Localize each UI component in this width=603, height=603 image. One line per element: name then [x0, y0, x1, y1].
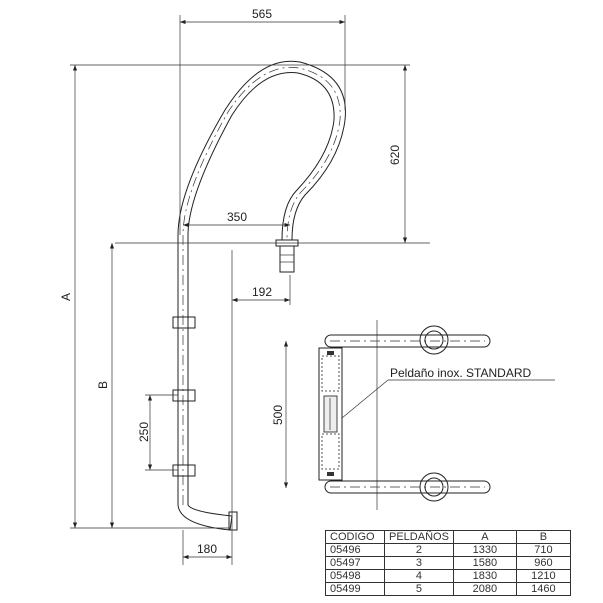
- header-a: A: [452, 530, 517, 544]
- cell: 3: [384, 556, 454, 570]
- dim-620: 620: [388, 145, 402, 165]
- cell: 05498: [325, 569, 385, 583]
- cell: 05496: [325, 543, 385, 557]
- cell: 05497: [325, 556, 385, 570]
- cell: 1830: [452, 569, 517, 583]
- dim-A: A: [59, 293, 73, 301]
- dim-B: B: [96, 381, 110, 389]
- header-codigo: CODIGO: [325, 530, 385, 544]
- step-callout: Peldaño inox. STANDARD: [390, 366, 532, 380]
- cell: 1330: [452, 543, 517, 557]
- cell: 2080: [452, 582, 517, 596]
- dim-250: 250: [137, 422, 151, 442]
- cell: 5: [384, 582, 454, 596]
- header-b: B: [515, 530, 571, 544]
- dim-192: 192: [252, 285, 272, 299]
- handrail: [177, 60, 346, 531]
- step-brackets: [172, 316, 196, 477]
- table-header: CODIGO PELDAÑOS A B: [325, 530, 571, 544]
- step-top-view: [318, 320, 491, 510]
- cell: 2: [384, 543, 454, 557]
- cell: 710: [515, 543, 571, 557]
- dim-500: 500: [271, 405, 285, 425]
- dim-350: 350: [227, 210, 247, 224]
- dim-565: 565: [252, 7, 272, 21]
- cell: 05499: [325, 582, 385, 596]
- dim-180: 180: [197, 542, 217, 556]
- cell: 1580: [452, 556, 517, 570]
- cell: 1460: [515, 582, 571, 596]
- cell: 1210: [515, 569, 571, 583]
- cell: 4: [384, 569, 454, 583]
- cell: 960: [515, 556, 571, 570]
- header-peldanos: PELDAÑOS: [384, 530, 454, 544]
